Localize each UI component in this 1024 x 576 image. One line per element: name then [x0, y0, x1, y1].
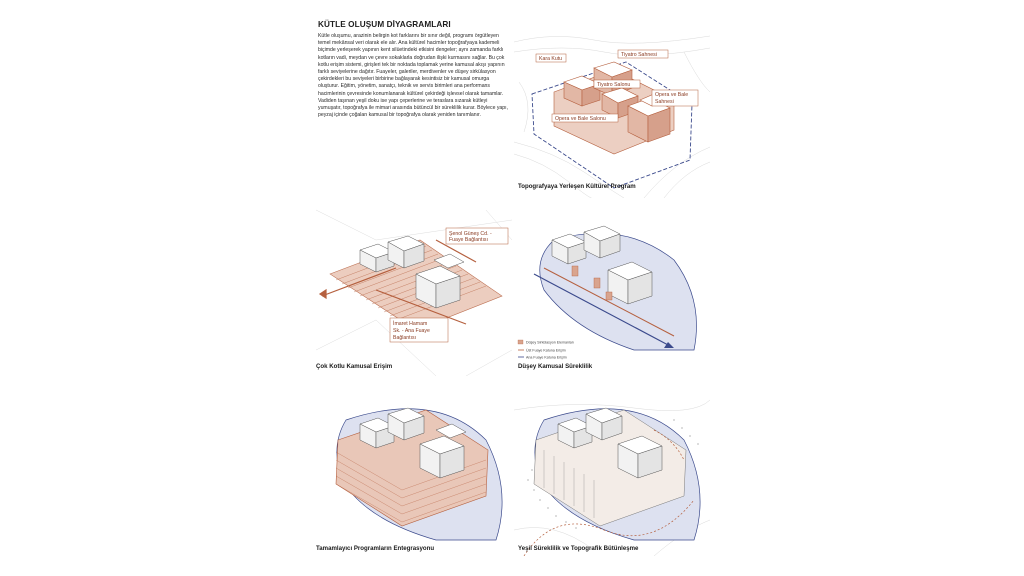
panel-program-integration: [316, 380, 512, 556]
label-kara-kutu: Kara Kutu: [539, 56, 562, 62]
label-imaret-3: Bağlantısı: [393, 335, 416, 341]
panel-green-continuity: [514, 380, 710, 556]
site-boundary: [531, 61, 693, 189]
label-opera-sahnesi-2: Sahnesi: [655, 99, 674, 105]
label-senol-gunes-2: Fuaye Bağlantısı: [449, 237, 488, 243]
vertical-diagram: Düşey Sirkülasyon Elemanları Üst Fuaye K…: [517, 225, 697, 360]
building-masses-green: [557, 407, 663, 479]
sheet-description: Kütle oluşumu, arazinin belirgin kot far…: [318, 33, 509, 119]
panel-multilevel-access: Şenol Güneş Cd. - Fuaye Bağlantısı İmare…: [316, 200, 512, 376]
main-foyer-arrow: [533, 273, 671, 347]
access-labels: [389, 227, 509, 343]
upper-foyer-arrow: [543, 267, 675, 337]
sheet-title: KÜTLE OLUŞUM DİYAGRAMLARI: [318, 20, 451, 29]
label-box-opera-sahnesi: [651, 89, 699, 107]
label-opera-sahnesi-1: Opera ve Bale: [655, 92, 688, 98]
vegetation-dots: [527, 419, 699, 529]
label-box-tiyatro-sahnesi: [617, 49, 669, 59]
label-box-kara-kutu: [535, 53, 567, 63]
caption-vertical-continuity: Düşey Kamusal Süreklilik: [518, 363, 593, 370]
label-tiyatro-sahnesi: Tiyatro Sahnesi: [621, 52, 657, 58]
main-foyer-arrowhead: [664, 342, 674, 348]
volume-stack: [553, 61, 675, 155]
label-box-senol-gunes: [445, 227, 509, 245]
label-box-imaret-hamam: [389, 317, 449, 343]
building-masses: [359, 235, 465, 309]
vertical-circulation-cores: [571, 265, 613, 301]
caption-multilevel-access: Çok Kotlu Kamusal Erişim: [316, 363, 393, 370]
label-imaret-1: İmaret Hamam: [393, 320, 427, 327]
green-path: [523, 499, 695, 556]
legend-label-main: Ana Fuaye Katuna Erişim: [526, 356, 567, 360]
caption-topographic-program: Topografyaya Yerleşen Kültürel Program: [518, 183, 636, 190]
caption-green-continuity: Yeşil Süreklilik ve Topografik Bütünleşm…: [518, 545, 639, 552]
access-diagram: Şenol Güneş Cd. - Fuaye Bağlantısı İmare…: [316, 209, 512, 376]
label-imaret-2: Sk. - Ana Fuaye: [393, 328, 430, 334]
intro-text-block: KÜTLE OLUŞUM DİYAGRAMLARI Kütle oluşumu,…: [318, 20, 508, 119]
contour-lines: [514, 35, 710, 198]
green-path-north: [653, 429, 685, 461]
legend-label-circulation: Düşey Sirkülasyon Elemanları: [526, 341, 574, 345]
green-diagram: [514, 399, 710, 556]
program-labels: [535, 49, 699, 123]
label-box-opera-salonu: [551, 113, 619, 123]
legend: Düşey Sirkülasyon Elemanları Üst Fuaye K…: [517, 339, 574, 360]
label-tiyatro-salonu: Tiyatro Salonu: [597, 82, 630, 88]
access-arrows: [318, 239, 477, 325]
integration-diagram: [335, 407, 503, 541]
legend-label-upper: Üst Fuaye Katuna Erişim: [526, 349, 566, 353]
program-diagram: Kara Kutu Tiyatro Sahnesi Tiyatro Salonu…: [514, 35, 710, 198]
building-masses-vertical: [551, 225, 653, 305]
caption-program-integration: Tamamlayıcı Programların Entegrasyonu: [316, 545, 435, 552]
label-opera-salonu: Opera ve Bale Salonu: [555, 116, 606, 122]
label-box-tiyatro-salonu: [593, 79, 641, 89]
legend-swatch-circulation: [517, 339, 524, 345]
facade-grid: [543, 450, 595, 518]
panel-topographic-program: Kara Kutu Tiyatro Sahnesi Tiyatro Salonu…: [514, 22, 710, 198]
building-masses-integration: [359, 407, 467, 479]
panel-vertical-continuity: Düşey Sirkülasyon Elemanları Üst Fuaye K…: [514, 200, 710, 376]
label-senol-gunes-1: Şenol Güneş Cd. -: [449, 231, 492, 237]
